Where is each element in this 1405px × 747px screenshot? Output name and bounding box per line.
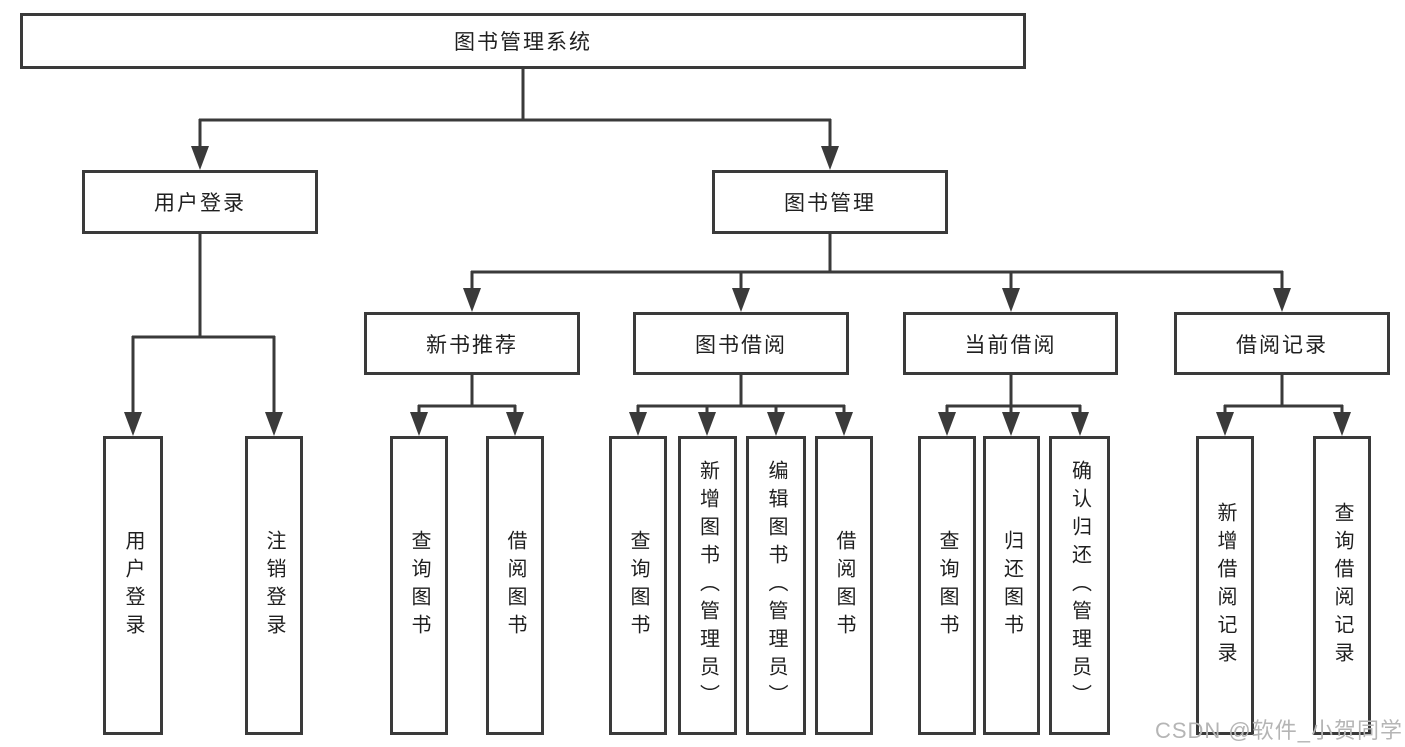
leaf-add-borrow-record: 新增借阅记录 [1196,436,1254,735]
leaf-label: 归还图书 [1000,529,1023,642]
connector-user-login [131,234,276,413]
node-label: 新书推荐 [426,333,518,357]
connector-borrowing-records [1223,375,1344,413]
leaf-add-books-admin: 新增图书（管理员） [678,436,737,735]
leaf-return-books: 归还图书 [983,436,1040,735]
leaf-query-books-borrowing: 查询图书 [609,436,667,735]
leaf-label: 借阅图书 [504,529,526,642]
node-borrowing-records: 借阅记录 [1174,312,1390,375]
leaf-label: 查询借阅记录 [1331,501,1353,670]
leaf-label: 确认归还（管理员） [1068,459,1091,712]
connector-current-borrowing [945,375,1082,413]
node-label: 图书管理系统 [454,31,592,54]
node-user-login: 用户登录 [82,170,318,234]
node-label: 用户登录 [154,192,246,215]
leaf-borrow-books-borrowing: 借阅图书 [815,436,873,735]
leaf-user-login: 用户登录 [103,436,163,735]
watermark-text: CSDN @软件_小贺同学 [1154,718,1403,743]
leaf-borrow-books-recommend: 借阅图书 [486,436,544,735]
connector-book-management [470,234,1284,289]
leaf-label: 新增借阅记录 [1214,501,1236,670]
node-library-management-system: 图书管理系统 [20,13,1026,69]
leaf-label: 新增图书（管理员） [696,459,719,712]
connector-new-book [417,375,517,413]
leaf-label: 编辑图书（管理员） [765,459,787,712]
node-book-management: 图书管理 [712,170,948,234]
leaf-label: 查询图书 [627,529,649,642]
arrowheads [124,146,1351,436]
connector-root [198,69,832,147]
leaf-label: 用户登录 [122,529,144,642]
leaf-query-books-current: 查询图书 [918,436,976,735]
node-label: 图书借阅 [695,333,787,357]
node-label: 借阅记录 [1236,333,1328,357]
node-new-book-recommendation: 新书推荐 [364,312,580,375]
leaf-label: 查询图书 [936,529,958,642]
leaf-edit-books-admin: 编辑图书（管理员） [746,436,806,735]
leaf-confirm-return-admin: 确认归还（管理员） [1049,436,1110,735]
node-label: 图书管理 [784,192,876,215]
connector-book-borrowing [636,375,846,413]
leaf-query-borrow-record: 查询借阅记录 [1313,436,1371,735]
leaf-label: 借阅图书 [833,529,855,642]
leaf-logout: 注销登录 [245,436,303,735]
node-book-borrowing: 图书借阅 [633,312,849,375]
leaf-label: 注销登录 [263,529,285,642]
leaf-label: 查询图书 [408,529,430,642]
node-label: 当前借阅 [964,333,1057,357]
leaf-query-books-recommend: 查询图书 [390,436,448,735]
node-current-borrowing: 当前借阅 [903,312,1118,375]
